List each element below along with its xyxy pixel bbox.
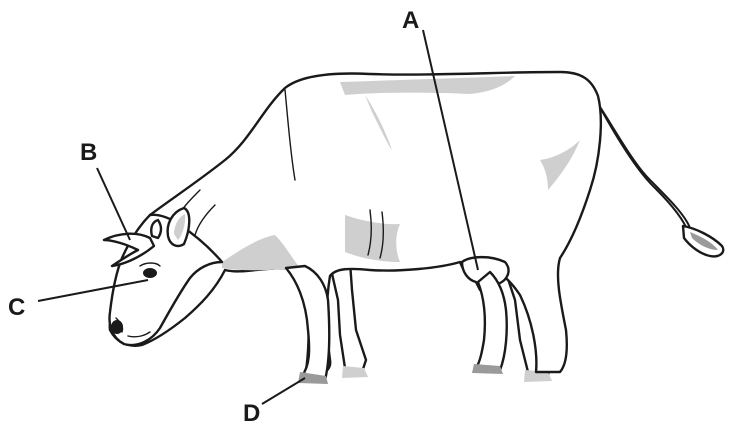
tail [590,92,690,228]
far-front-leg [330,262,366,372]
near-hind-leg [476,272,507,370]
cow-nose [111,320,123,334]
pointer-d [262,378,305,404]
near-front-leg [286,266,329,380]
cow-eye [143,268,157,278]
label-a: A [402,7,419,34]
label-b: B [80,139,97,166]
cow-horn-small [151,220,161,238]
label-d: D [243,400,260,426]
label-c: C [8,294,25,321]
tail [596,100,688,232]
pointer-b [97,168,130,240]
